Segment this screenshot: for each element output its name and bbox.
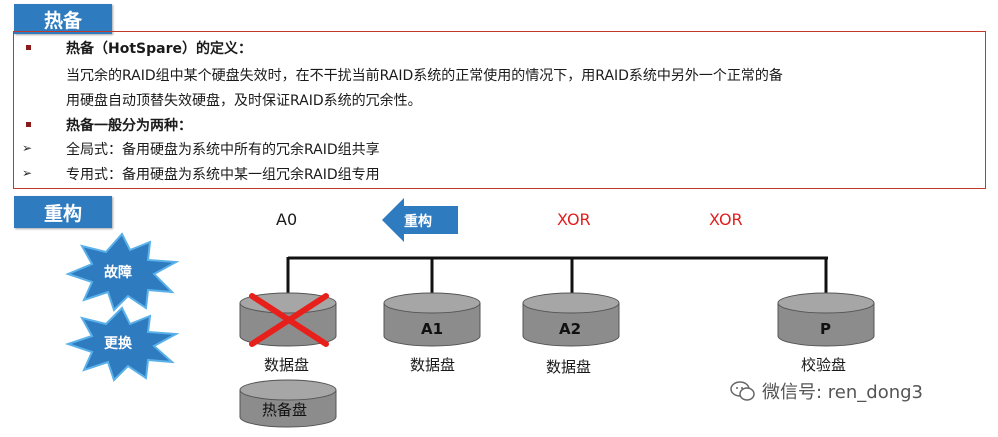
type-global: 全局式：备用硬盘为系统中所有的冗余RAID组共享	[66, 142, 380, 158]
disk-a2-caption: 数据盘	[546, 358, 592, 376]
definition-box: 热备（HotSpare）的定义： 当冗余的RAID组中某个硬盘失效时，在不干扰当…	[13, 31, 986, 189]
definition-title: 热备（HotSpare）的定义：	[66, 41, 252, 57]
disk-p-inner-label: P	[820, 320, 831, 338]
disk-a1-caption: 数据盘	[410, 356, 456, 374]
fail-cross-icon	[249, 293, 329, 347]
square-bullet-icon	[26, 45, 31, 50]
definition-line-2: 用硬盘自动顶替失效硬盘，及时保证RAID系统的冗余性。	[66, 93, 422, 109]
square-bullet-icon	[26, 122, 31, 127]
type-dedicated: 专用式：备用硬盘为系统中某一组冗余RAID组专用	[66, 167, 380, 183]
disk-hot-spare	[239, 379, 337, 428]
label-a0: A0	[276, 210, 298, 229]
label-xor-2: XOR	[709, 210, 743, 229]
types-title: 热备一般分为两种：	[66, 118, 192, 134]
hot-spare-tag: 热备	[14, 4, 112, 34]
disk-a0-caption: 数据盘	[264, 356, 310, 374]
disk-p-caption: 校验盘	[801, 356, 847, 374]
wechat-icon	[730, 381, 755, 401]
hot-spare-disk-label: 热备盘	[262, 401, 308, 419]
arrow-bullet-icon: ➢	[22, 166, 33, 180]
disk-p	[777, 292, 875, 347]
rebuild-arrow-label: 重构	[404, 214, 432, 230]
fault-star-icon	[65, 232, 180, 312]
disk-a2	[522, 292, 620, 347]
disk-a2-inner-label: A2	[559, 320, 582, 338]
replace-star-icon	[64, 306, 180, 382]
watermark: 微信号: ren_dong3	[730, 378, 923, 404]
rebuild-arrow-icon	[382, 198, 458, 242]
definition-line-1: 当冗余的RAID组中某个硬盘失效时，在不干扰当前RAID系统的正常使用的情况下，…	[66, 68, 783, 84]
arrow-bullet-icon: ➢	[22, 141, 33, 155]
disk-a1-inner-label: A1	[421, 320, 444, 338]
disk-a1	[383, 292, 481, 347]
replace-label: 更换	[104, 336, 132, 352]
watermark-text: 微信号: ren_dong3	[762, 382, 923, 403]
fault-label: 故障	[104, 265, 132, 281]
label-xor-1: XOR	[557, 210, 591, 229]
rebuild-tag: 重构	[14, 196, 112, 228]
